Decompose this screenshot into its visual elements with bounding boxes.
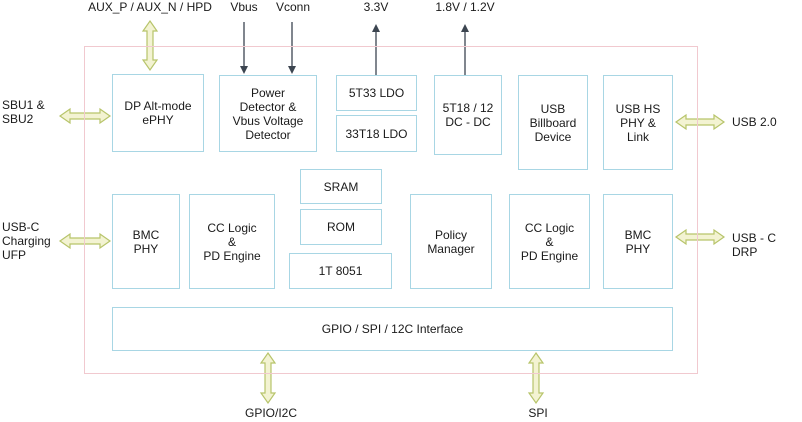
usb-billboard-block: USB Billboard Device	[518, 75, 588, 170]
v33-label: 3.3V	[363, 0, 389, 14]
usbc-charging-bidir-arrow	[58, 232, 112, 250]
gpio-i2c-bidir-arrow	[259, 351, 277, 405]
ldo-5t33-block: 5T33 LDO	[336, 75, 417, 111]
rom-block: ROM	[300, 209, 382, 245]
vbus-label: Vbus	[230, 0, 258, 14]
aux-bidir-arrow	[141, 19, 159, 72]
policy-manager-block: Policy Manager	[410, 194, 492, 289]
sbu-label: SBU1 & SBU2	[2, 98, 45, 126]
dcdc-block: 5T18 / 12 DC - DC	[434, 75, 502, 155]
cc-logic-left-block: CC Logic & PD Engine	[189, 194, 275, 289]
chip-boundary	[84, 46, 698, 374]
sbu-bidir-arrow	[58, 107, 112, 125]
usb20-label: USB 2.0	[732, 115, 777, 129]
spi-bidir-arrow	[527, 351, 545, 405]
sram-block: SRAM	[300, 169, 382, 204]
dp-alt-mode-ephy-block: DP Alt-mode ePHY	[112, 74, 204, 152]
spi-label: SPI	[528, 406, 548, 420]
usbc-drp-bidir-arrow	[674, 228, 726, 246]
usbc-drp-label: USB - C DRP	[732, 231, 777, 259]
ldo-33t18-block: 33T18 LDO	[336, 115, 417, 152]
mcu-8051-block: 1T 8051	[289, 253, 392, 289]
vconn-label: Vconn	[275, 0, 311, 14]
usb-hs-phy-block: USB HS PHY & Link	[603, 75, 673, 170]
cc-logic-right-block: CC Logic & PD Engine	[509, 194, 590, 289]
gpio-spi-i2c-interface-block: GPIO / SPI / 12C Interface	[112, 307, 673, 351]
aux-signal-label: AUX_P / AUX_N / HPD	[88, 0, 212, 14]
usb20-bidir-arrow	[674, 113, 726, 131]
gpio-i2c-label: GPIO/I2C	[244, 406, 297, 420]
bmc-phy-left-block: BMC PHY	[112, 194, 180, 289]
v18-v12-label: 1.8V / 1.2V	[435, 0, 495, 14]
bmc-phy-right-block: BMC PHY	[603, 194, 673, 289]
power-detector-block: Power Detector & Vbus Voltage Detector	[219, 75, 317, 152]
usbc-charging-ufp-label: USB-C Charging UFP	[2, 220, 51, 262]
